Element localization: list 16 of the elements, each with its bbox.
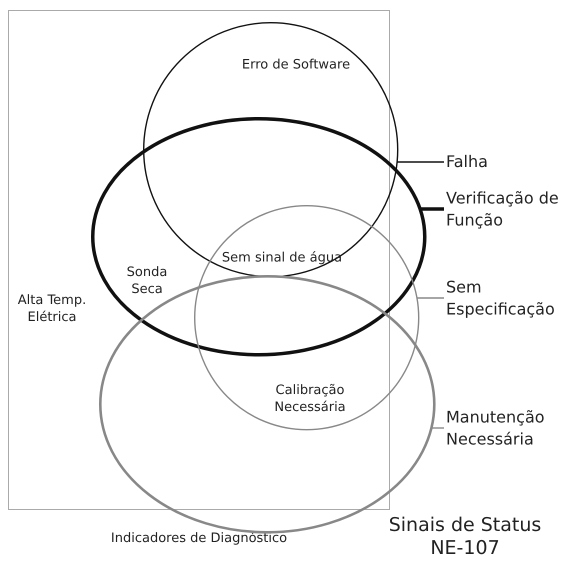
leader-line <box>417 297 444 299</box>
category-label: Falha <box>446 151 571 173</box>
region-label: Sonda Seca <box>126 265 168 299</box>
category-label: Sem Especificação <box>446 276 571 320</box>
category-label: Manutenção Necessária <box>446 406 571 450</box>
frame-caption: Indicadores de Diagnóstico <box>110 531 288 546</box>
category-label: Verificação de Função <box>446 187 571 231</box>
leader-line <box>431 427 444 429</box>
diagram-title: Sinais de Status NE-107 <box>388 514 542 560</box>
region-label: Calibração Necessária <box>273 383 347 417</box>
leader-line <box>397 161 444 163</box>
venn-ellipse <box>91 117 427 357</box>
region-label: Erro de Software <box>240 58 352 74</box>
region-label: Alta Temp. Elétrica <box>16 293 88 327</box>
venn-ellipse <box>194 205 420 431</box>
leader-line <box>420 207 444 211</box>
